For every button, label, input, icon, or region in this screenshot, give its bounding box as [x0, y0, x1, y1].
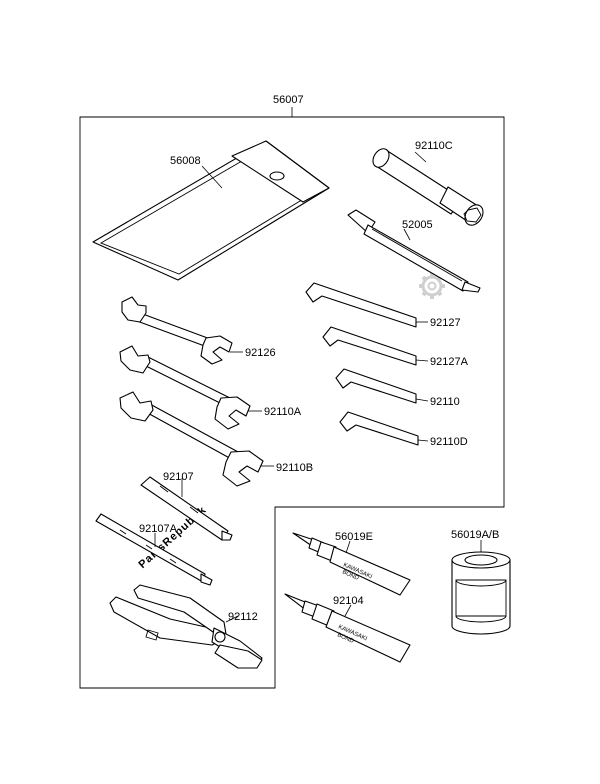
- wrench-1: [121, 296, 233, 365]
- callout-box-wrench: 92110C: [415, 140, 453, 152]
- box-wrench: [372, 148, 484, 226]
- hex-key-3: [335, 368, 417, 404]
- callout-hex-key-1: 92127: [430, 317, 461, 329]
- sealant-tube-1: KAWASAKI BOND: [292, 532, 411, 596]
- callout-kit: 56007: [273, 94, 304, 106]
- hex-key-1: [305, 282, 417, 328]
- callout-screwdriver: 92107: [163, 471, 194, 483]
- tool-bag: [92, 140, 330, 281]
- callout-screwdriver-handle: 52005: [402, 219, 433, 231]
- hex-key-2: [322, 326, 417, 366]
- callout-wrench-3: 92110B: [276, 462, 313, 474]
- wrench-2: [119, 345, 251, 430]
- callout-wrench-1: 92126: [245, 347, 276, 359]
- callout-wrench-2: 92110A: [264, 406, 302, 418]
- callout-hex-key-4: 92110D: [430, 436, 468, 448]
- callout-hex-key-2: 92127A: [430, 356, 469, 368]
- pliers: [109, 584, 263, 669]
- callout-pliers: 92112: [228, 611, 258, 623]
- callout-hex-key-3: 92110: [430, 396, 460, 408]
- screwdriver: [140, 476, 233, 541]
- callout-screwdriver-2: 92107A: [139, 523, 178, 535]
- screwdriver-handle: [347, 209, 481, 293]
- hex-key-4: [339, 411, 419, 446]
- callout-sealant-tube-1: 56019E: [335, 531, 373, 543]
- wrench-3: [119, 391, 264, 487]
- kit-frame: [79, 116, 505, 689]
- callout-tool-bag: 56008: [170, 155, 201, 167]
- sealant-can: [451, 551, 511, 635]
- callout-sealant-can: 56019A/B: [451, 529, 499, 541]
- callout-sealant-tube-2: 92104: [333, 595, 364, 607]
- screwdriver-2: [95, 513, 213, 586]
